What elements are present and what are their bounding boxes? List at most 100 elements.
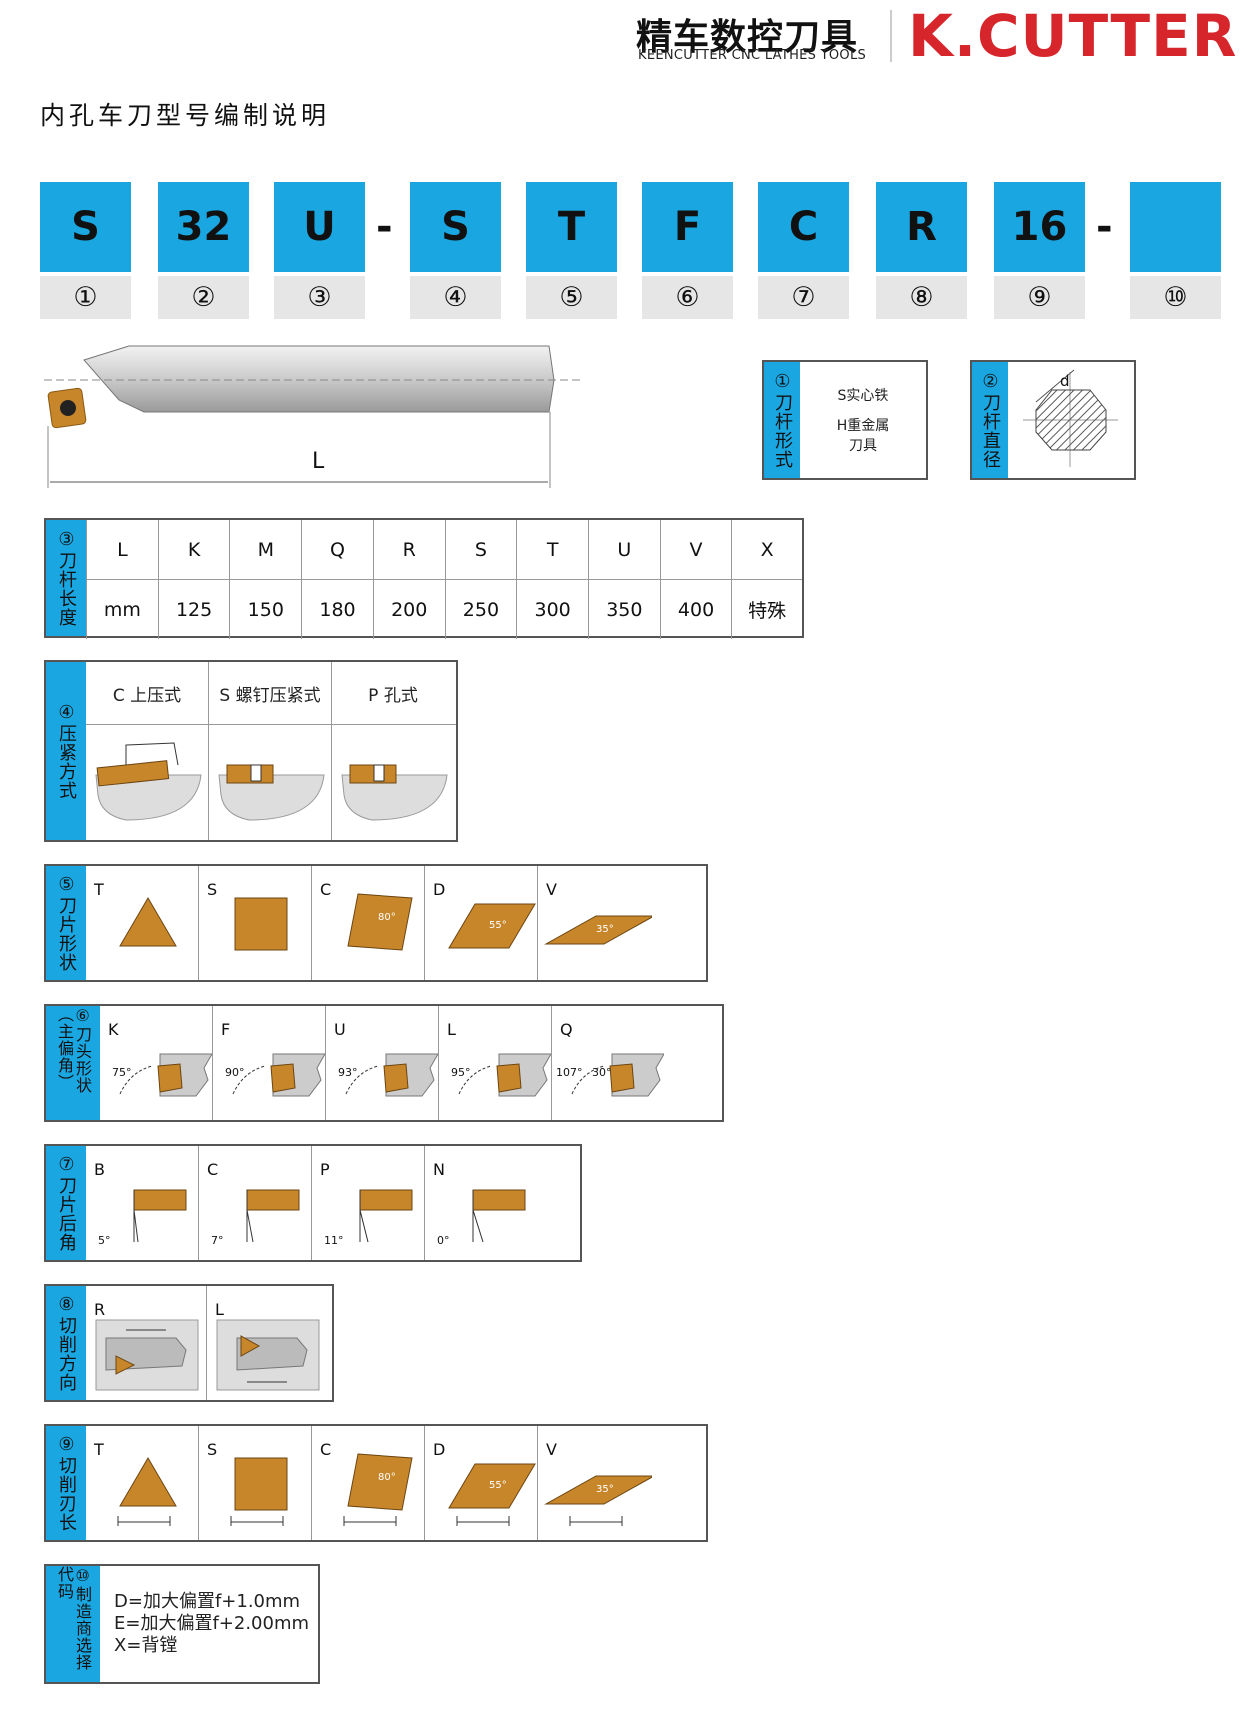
code-number-10: ⑩	[1130, 276, 1221, 319]
svg-text:7°: 7°	[211, 1234, 224, 1247]
length-code-0: L	[86, 520, 159, 580]
insert-shape-letter: C	[320, 880, 332, 899]
insert-shape-letter: V	[546, 880, 557, 899]
page-title: 内孔车刀型号编制说明	[40, 101, 331, 130]
head-shape-letter: Q	[560, 1020, 573, 1039]
length-value-6: 300	[516, 579, 589, 639]
code-box-4: S	[410, 182, 501, 272]
length-code-4: R	[372, 520, 446, 580]
direction-letter: L	[215, 1300, 224, 1319]
length-value-2: 150	[229, 579, 302, 639]
edge-length-letter: T	[94, 1440, 104, 1459]
length-value-4: 200	[372, 579, 446, 639]
diameter-symbol: d	[1060, 372, 1070, 390]
direction-r: R	[86, 1286, 206, 1400]
svg-text:93°: 93°	[338, 1066, 358, 1079]
brand-name-cn: 精车数控刀具	[636, 17, 859, 58]
shank-type-label: ①刀杆形式	[772, 371, 793, 469]
clamp-type-0: C 上压式	[112, 685, 182, 706]
head-shape-letter: U	[334, 1020, 346, 1039]
edge-length-t: T	[86, 1426, 198, 1540]
svg-text:35°: 35°	[596, 1484, 614, 1495]
length-value-7: 350	[587, 579, 661, 639]
code-box-9: 16	[994, 182, 1085, 272]
insert-shape-s: S	[198, 866, 311, 980]
svg-text:55°: 55°	[489, 1480, 507, 1491]
insert-shape-letter: D	[433, 880, 446, 899]
code-number-7: ⑦	[758, 276, 849, 319]
head-shape-letter: K	[108, 1020, 119, 1039]
length-code-5: S	[444, 520, 517, 580]
code-box-8: R	[876, 182, 967, 272]
svg-text:80°: 80°	[378, 1472, 396, 1483]
edge-length-letter: C	[320, 1440, 332, 1459]
length-label: L	[312, 449, 325, 474]
clamp-type-1: S 螺钉压紧式	[208, 662, 331, 724]
insert-shape-insert-shape: 55°	[425, 866, 537, 976]
svg-text:107°: 107°	[556, 1066, 583, 1079]
edge-length-letter: V	[546, 1440, 557, 1459]
edge-length-v: V 35°	[537, 1426, 652, 1540]
insert-shape-insert-shape	[199, 866, 311, 976]
edge-length-c: C 80°	[311, 1426, 424, 1540]
length-code-7: U	[587, 520, 661, 580]
code-box-7: C	[758, 182, 849, 272]
edge-length-insert-shape: 55°	[425, 1426, 537, 1536]
code-dash-2: -	[1096, 204, 1113, 250]
length-code-8: V	[659, 520, 732, 580]
clearance-letter: C	[207, 1160, 219, 1179]
clamp-label: ④压紧方式	[56, 702, 77, 800]
clearance-letter: B	[94, 1160, 105, 1179]
clamp-diagram-2	[331, 725, 454, 840]
insert-shape-t: T	[86, 866, 198, 980]
brand-logo: K.CUTTER	[908, 2, 1238, 70]
code-box-3: U	[274, 182, 365, 272]
edge-length-letter: D	[433, 1440, 446, 1459]
svg-text:55°: 55°	[489, 920, 507, 931]
insert-shape-label: ⑤刀片形状	[56, 874, 77, 972]
length-code-1: K	[157, 520, 230, 580]
head-shape-f: F 90°	[212, 1006, 325, 1120]
length-value-1: 125	[157, 579, 230, 639]
edge-length-s: S	[198, 1426, 311, 1540]
svg-text:90°: 90°	[225, 1066, 245, 1079]
clearance-label: ⑦刀片后角	[56, 1154, 77, 1252]
edge-length-letter: S	[207, 1440, 218, 1459]
code-number-2: ②	[158, 276, 249, 319]
code-number-1: ①	[40, 276, 131, 319]
boring-bar-drawing: L	[44, 345, 584, 488]
option-line-0: D=加大偏置f+1.0mm	[114, 1591, 301, 1612]
direction-label: ⑧切削方向	[56, 1294, 77, 1392]
svg-text:35°: 35°	[596, 924, 614, 935]
length-value-8: 400	[659, 579, 732, 639]
clamp-type-2: P 孔式	[331, 662, 454, 724]
brand-name-en: KEENCUTTER CNC LATHES TOOLS	[638, 48, 867, 63]
edge-length-insert-shape	[86, 1426, 198, 1536]
code-dash-1: -	[376, 204, 393, 250]
length-code-2: M	[229, 520, 302, 580]
clearance-letter: P	[320, 1160, 330, 1179]
direction-l: L	[206, 1286, 327, 1400]
edge-length-insert-shape: 35°	[538, 1426, 652, 1536]
clearance-c: C 7°	[198, 1146, 311, 1260]
insert-shape-insert-shape	[86, 866, 198, 976]
length-code-3: Q	[301, 520, 374, 580]
head-shape-letter: F	[221, 1020, 231, 1039]
shank-solid-text: S实心铁	[837, 388, 889, 404]
code-number-6: ⑥	[642, 276, 733, 319]
edge-length-d: D 55°	[424, 1426, 537, 1540]
option-label: ⑩制造商选择代码	[55, 1566, 92, 1671]
code-box-5: T	[526, 182, 617, 272]
insert-shape-letter: T	[94, 880, 104, 899]
length-value-0: mm	[86, 579, 159, 639]
insert-shape-insert-shape: 80°	[312, 866, 424, 976]
